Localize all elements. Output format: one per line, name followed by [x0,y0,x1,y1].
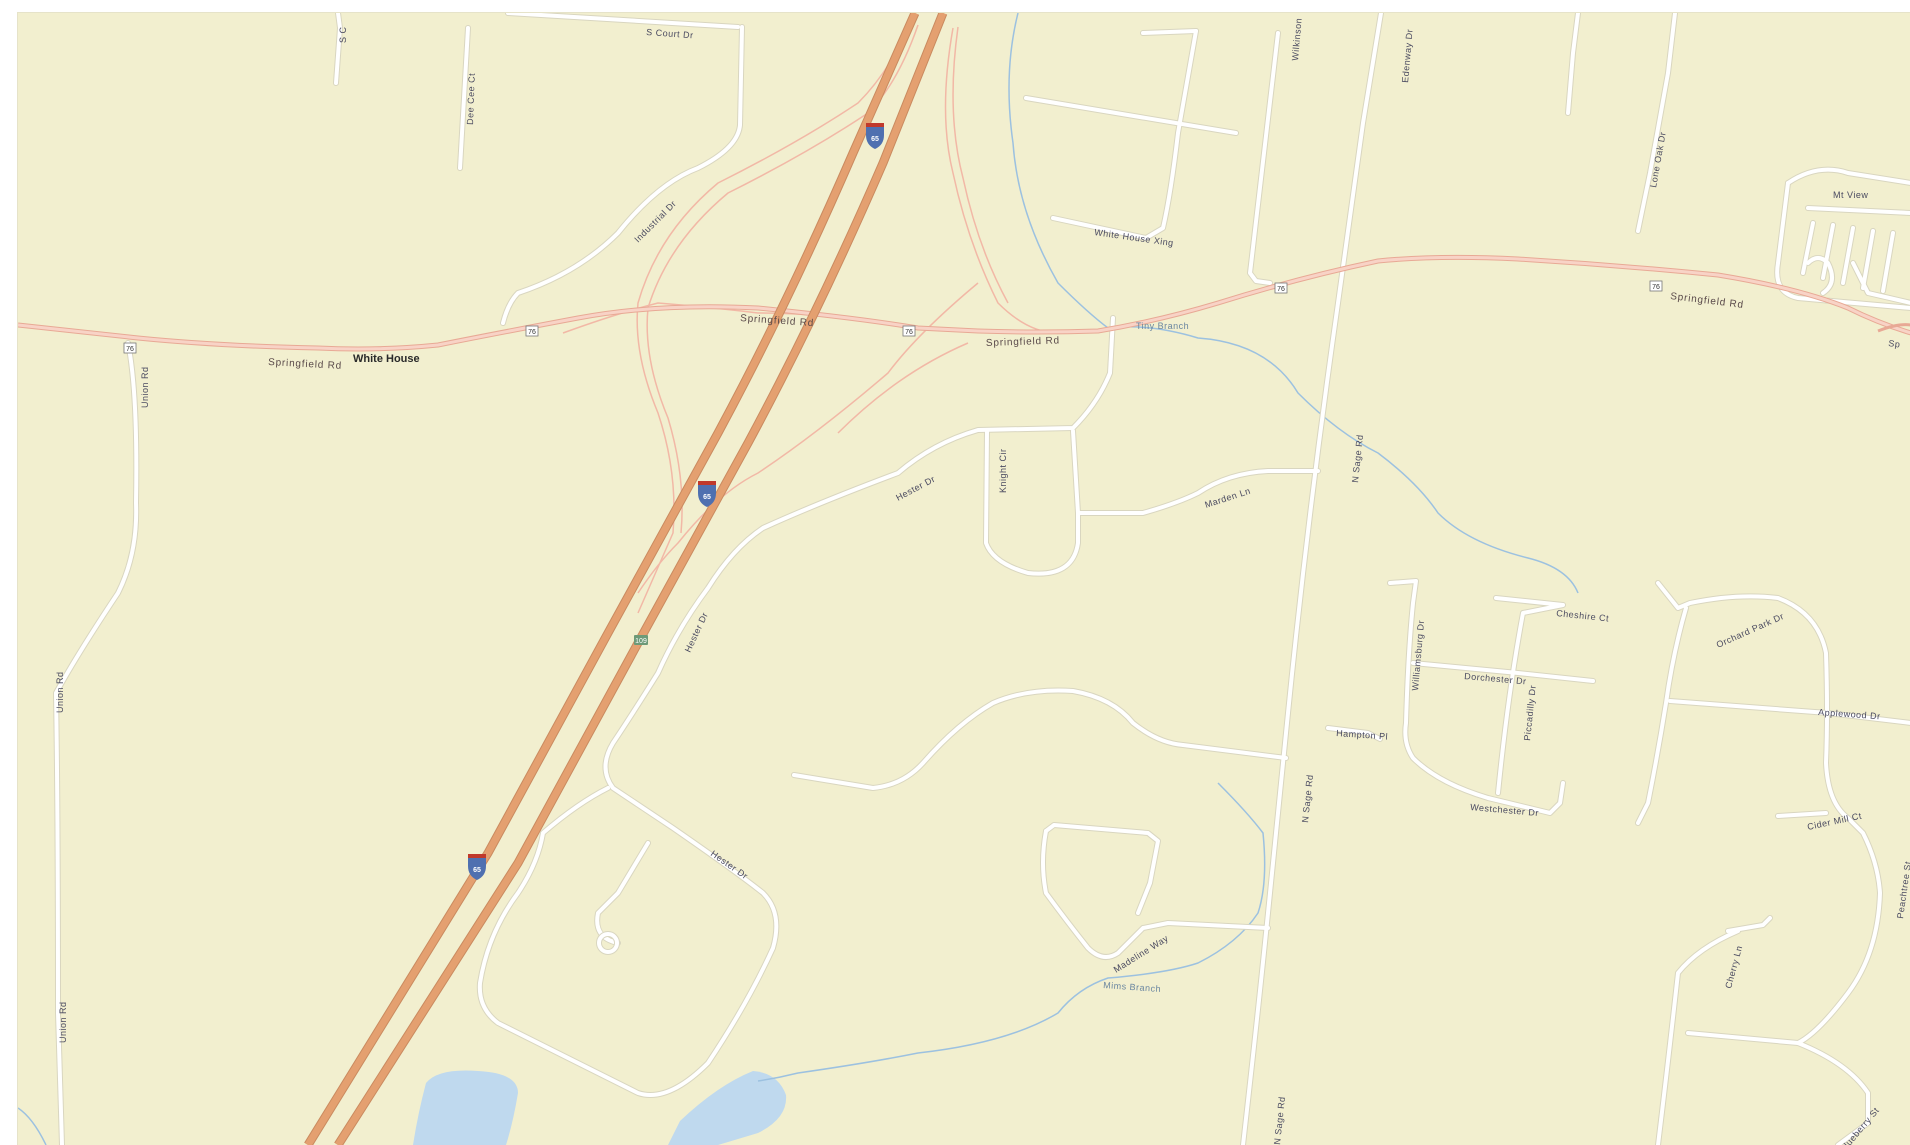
label-s-c: S C [338,26,348,43]
svg-text:65: 65 [473,867,481,874]
svg-text:76: 76 [1277,286,1285,293]
label-union-rd-middle: Union Rd [55,671,65,713]
label-dee-cee-ct: Dee Cee Ct [465,73,477,125]
us-route-shield-1: 76 [124,343,136,353]
state-route-shield: 109 [634,635,648,645]
label-mt-view: Mt View [1833,190,1868,200]
svg-text:76: 76 [1652,284,1660,291]
us-route-shield-2: 76 [526,326,538,336]
pond-southwest [413,1071,518,1145]
label-tiny-branch: Tiny Branch [1136,321,1189,331]
place-label-white-house[interactable]: White House [353,353,420,365]
map-viewport[interactable]: 65 65 65 109 76 76 76 76 76 White House … [17,12,1910,1145]
us-route-shield-3: 76 [903,326,915,336]
svg-text:65: 65 [871,136,879,143]
svg-text:76: 76 [126,346,134,353]
svg-text:76: 76 [528,329,536,336]
svg-text:76: 76 [905,329,913,336]
us-route-shield-4: 76 [1275,283,1287,293]
label-knight-cir: Knight Cir [998,448,1008,493]
label-union-rd-south: Union Rd [58,1001,68,1043]
svg-text:65: 65 [703,494,711,501]
svg-text:109: 109 [635,638,647,645]
label-union-rd-north: Union Rd [140,366,150,408]
us-route-shield-5: 76 [1650,281,1662,291]
label-sp-edge: Sp [1888,338,1901,350]
